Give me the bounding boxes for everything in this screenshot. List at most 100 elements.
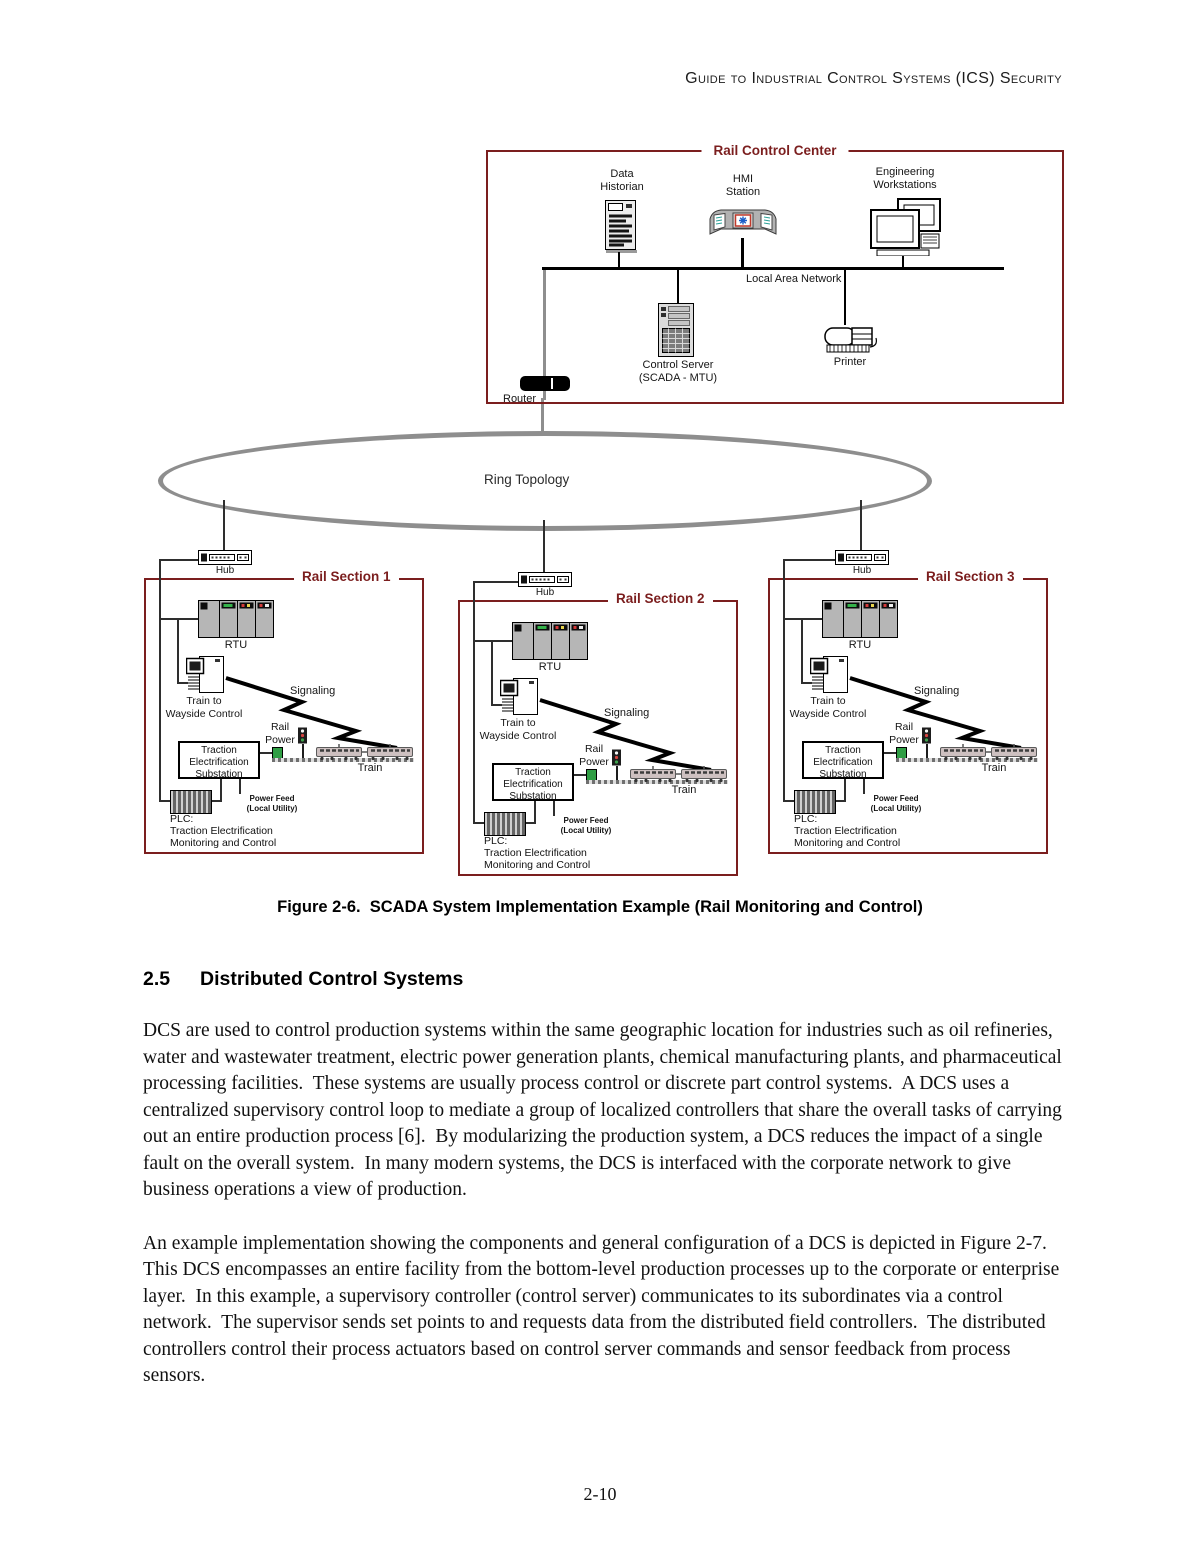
connector-line — [161, 618, 198, 620]
train-icon — [316, 744, 413, 761]
power-feed-label: Power Feed (Local Utility) — [870, 794, 922, 814]
connector-line — [677, 270, 679, 303]
connector-line — [844, 779, 846, 802]
plc-icon — [794, 790, 836, 814]
connector-line — [177, 620, 179, 684]
hub-icon — [518, 572, 572, 587]
connector-line — [473, 581, 475, 823]
rail-track — [896, 758, 1038, 762]
control-server-label: Control Server (SCADA - MTU) — [638, 359, 718, 385]
rail-track — [272, 758, 414, 762]
connector-line — [541, 398, 544, 434]
wayside-computer-icon — [186, 656, 224, 693]
rtu-label: RTU — [538, 661, 562, 673]
connector-line — [210, 800, 220, 802]
connector-line — [783, 800, 794, 802]
connector-line — [159, 559, 198, 561]
connector-line — [783, 559, 785, 801]
signaling-label: Signaling — [290, 685, 336, 697]
connector-line — [884, 752, 896, 754]
connector-line — [543, 520, 545, 573]
connector-line — [863, 779, 865, 794]
connector-line — [220, 779, 222, 802]
hub-icon — [198, 550, 252, 565]
ring-topology-label: Ring Topology — [484, 472, 570, 487]
rail-section-2: Rail Section 2 Hub RTU — [458, 572, 738, 876]
plc-icon — [484, 812, 526, 836]
connector-line — [260, 752, 272, 754]
train-label: Train — [981, 762, 1007, 774]
connector-line — [159, 800, 170, 802]
train-icon — [630, 766, 727, 783]
signal-light-icon — [922, 727, 931, 761]
wayside-control-label: Train to Wayside Control — [479, 717, 557, 742]
paragraph: An example implementation showing the co… — [143, 1232, 1065, 1387]
rail-section-box — [458, 600, 738, 876]
rail-power-label: Rail Power — [889, 721, 919, 746]
power-feed-label: Power Feed (Local Utility) — [246, 794, 298, 814]
hmi-console-icon — [709, 209, 777, 235]
rail-power-label: Rail Power — [265, 721, 295, 746]
workstations-icon — [870, 198, 941, 256]
train-label: Train — [357, 762, 383, 774]
signaling-bolt-icon — [539, 698, 712, 772]
rtu-label: RTU — [848, 639, 872, 651]
connector-line — [473, 581, 518, 583]
rail-section-box — [144, 578, 424, 854]
connector-line — [534, 801, 536, 824]
hub-label: Hub — [215, 565, 235, 576]
lan-bus-line — [542, 267, 1004, 270]
train-icon — [940, 744, 1037, 761]
rtu-rack-icon — [512, 622, 588, 660]
rail-section-title: Rail Section 3 — [918, 569, 1023, 584]
data-historian-label: Data Historian — [600, 168, 644, 194]
rail-section-box — [768, 578, 1048, 854]
connector-line — [834, 800, 844, 802]
rail-control-center-title: Rail Control Center — [701, 143, 849, 158]
page-number: 2-10 — [583, 1484, 617, 1504]
engineering-workstations-label: Engineering Workstations — [873, 166, 937, 192]
connector-line — [223, 500, 225, 551]
figure-caption: Figure 2-6. SCADA System Implementation … — [277, 898, 923, 916]
connector-line — [741, 238, 744, 268]
rail-track — [586, 780, 728, 784]
plc-label: PLC: Traction Electrification Monitoring… — [794, 813, 901, 850]
connector-line — [491, 704, 502, 706]
hmi-station-label: HMI Station — [725, 173, 761, 199]
signaling-bolt-icon — [225, 676, 398, 750]
connector-line — [574, 774, 586, 776]
ring-topology-ellipse — [158, 431, 932, 531]
plc-icon — [170, 790, 212, 814]
connector-line — [524, 822, 534, 824]
wayside-control-label: Train to Wayside Control — [789, 695, 867, 720]
connector-line — [783, 559, 835, 561]
rtu-rack-icon — [822, 600, 898, 638]
connector-line — [239, 779, 241, 794]
power-feed-label: Power Feed (Local Utility) — [560, 816, 612, 836]
running-header: Guide to Industrial Control Systems (ICS… — [685, 70, 1062, 87]
substation-box: Traction Electrification Substation — [802, 741, 884, 780]
signal-light-icon — [612, 749, 621, 783]
connector-line — [473, 822, 484, 824]
paragraph: DCS are used to control production syste… — [143, 1020, 1067, 1200]
connector-line — [801, 620, 803, 684]
connector-line — [159, 559, 161, 801]
substation-box: Traction Electrification Substation — [178, 741, 260, 780]
signaling-label: Signaling — [604, 707, 650, 719]
lan-label: Local Area Network — [746, 273, 842, 285]
rail-section-1: Rail Section 1 Hub RTU — [144, 550, 424, 854]
rail-section-title: Rail Section 2 — [608, 591, 713, 606]
body-text: DCS are used to control production syste… — [143, 1018, 1068, 1417]
wayside-control-label: Train to Wayside Control — [165, 695, 243, 720]
printer-icon — [824, 327, 877, 353]
control-server-icon — [658, 303, 694, 357]
signal-light-icon — [298, 727, 307, 761]
signaling-bolt-icon — [849, 676, 1022, 750]
plc-label: PLC: Traction Electrification Monitoring… — [170, 813, 277, 850]
connector-line — [844, 270, 846, 325]
connector-line — [860, 500, 862, 551]
connector-line — [785, 618, 822, 620]
train-label: Train — [671, 784, 697, 796]
